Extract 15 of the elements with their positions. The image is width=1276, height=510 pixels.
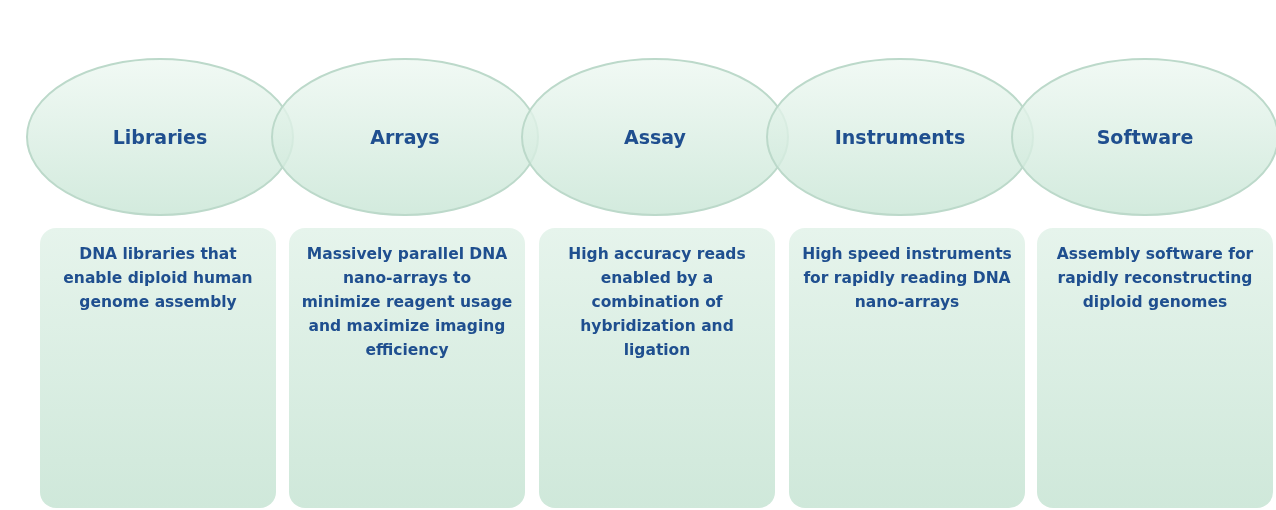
stage-heading: Assay <box>623 126 687 148</box>
description-card <box>1037 228 1273 508</box>
description-text: Assembly software for rapidly reconstructing diploid genomes <box>1055 244 1255 314</box>
description-text: High accuracy reads enabled by a combination of hybridization and ligation <box>567 244 747 362</box>
stage-heading: Libraries <box>111 126 209 148</box>
description-text: Massively parallel DNA nano-arrays to minimize reagent usage and maximize imaging efficiency <box>301 244 513 362</box>
description-card <box>539 228 775 508</box>
description-card <box>40 228 276 508</box>
stage-heading: Instruments <box>833 126 967 148</box>
description-text: DNA libraries that enable diploid human genome assembly <box>62 244 254 314</box>
stage-heading: Software <box>1095 126 1195 148</box>
description-card <box>789 228 1025 508</box>
description-text: High speed instruments for rapidly reading DNA nano-arrays <box>801 244 1013 314</box>
description-card <box>289 228 525 508</box>
stage-heading: Arrays <box>369 126 441 148</box>
